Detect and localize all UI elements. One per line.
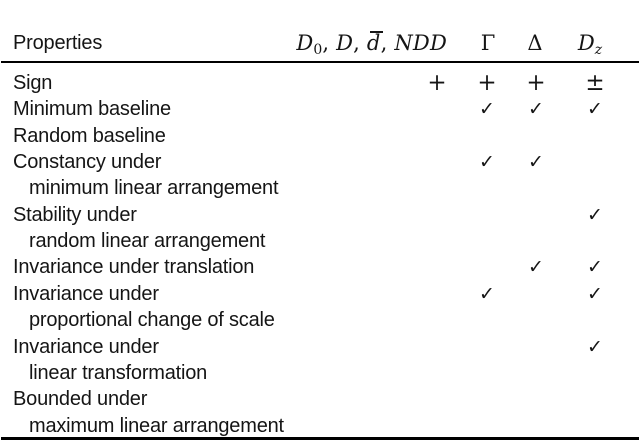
math-sub-0: 0 <box>313 42 323 58</box>
math-NDD: NDD <box>394 31 447 55</box>
bottom-rule <box>1 437 639 440</box>
row-label-continuation: proportional change of scale <box>29 309 275 331</box>
table-row-invariance-under: Invariance under ✓ <box>0 334 640 360</box>
cell-degree-metrics: + <box>427 70 447 96</box>
row-label: Stability under <box>13 204 137 226</box>
cell-dz: ± <box>585 70 605 96</box>
math-d-bar: d <box>366 31 381 55</box>
math-comma: , <box>353 31 367 55</box>
cell-delta: ✓ <box>528 256 544 278</box>
math-comma: , <box>322 31 337 55</box>
table-row-continuation: proportional change of scale <box>0 307 640 333</box>
table-row-continuation: random linear arrangement <box>0 228 640 254</box>
table-row-constancy-under: Constancy under ✓ ✓ <box>0 149 640 175</box>
table-row-continuation: linear transformation <box>0 360 640 386</box>
row-label: Invariance under <box>13 336 159 358</box>
cell-delta: + <box>526 70 546 96</box>
math-D: D <box>336 31 354 55</box>
table-row-minimum-baseline: Minimum baseline ✓ ✓ ✓ <box>0 96 640 122</box>
table-row-stability-under: Stability under ✓ <box>0 202 640 228</box>
col-header-delta: Δ <box>527 31 543 55</box>
cell-dz: ✓ <box>587 256 603 278</box>
cell-dz: ✓ <box>587 336 603 358</box>
table-row-sign: Sign + + + ± <box>0 70 640 96</box>
table-row-bounded-under: Bounded under <box>0 386 640 412</box>
cell-delta: ✓ <box>528 151 544 173</box>
cell-dz: ✓ <box>587 283 603 305</box>
math-sub-z: z <box>594 42 603 58</box>
row-label-continuation: maximum linear arrangement <box>29 415 284 437</box>
table-row-continuation: maximum linear arrangement <box>0 413 640 439</box>
cell-gamma: ✓ <box>479 151 495 173</box>
math-comma: , <box>380 31 395 55</box>
cell-dz: ✓ <box>587 98 603 120</box>
col-header-dz: Dz <box>578 30 602 63</box>
table-row-continuation: minimum linear arrangement <box>0 175 640 201</box>
row-label-continuation: minimum linear arrangement <box>29 177 279 199</box>
header-rule <box>1 61 639 63</box>
row-label: Minimum baseline <box>13 98 171 120</box>
table-row-invariance-translation: Invariance under translation ✓ ✓ <box>0 254 640 280</box>
col-header-gamma: Γ <box>480 31 496 55</box>
row-label: Constancy under <box>13 151 162 173</box>
col-header-degree-metrics: D0, D, d, NDD <box>296 30 447 63</box>
row-label: Invariance under translation <box>13 256 255 278</box>
row-label-continuation: random linear arrangement <box>29 230 266 252</box>
row-label: Invariance under <box>13 283 159 305</box>
cell-gamma: ✓ <box>479 283 495 305</box>
table-row-invariance-under: Invariance under ✓ ✓ <box>0 281 640 307</box>
cell-delta: ✓ <box>528 98 544 120</box>
table-row-random-baseline: Random baseline <box>0 123 640 149</box>
row-label: Bounded under <box>13 388 148 410</box>
row-label: Random baseline <box>13 125 166 147</box>
math-D: D <box>296 31 314 55</box>
table-header: Properties D0, D, d, NDD Γ Δ Dz <box>0 30 640 58</box>
col-header-properties: Properties <box>13 32 103 54</box>
cell-dz: ✓ <box>587 204 603 226</box>
cell-gamma: + <box>477 70 497 96</box>
row-label-continuation: linear transformation <box>29 362 208 384</box>
cell-gamma: ✓ <box>479 98 495 120</box>
row-label: Sign <box>13 72 53 94</box>
math-D: D <box>577 31 595 55</box>
